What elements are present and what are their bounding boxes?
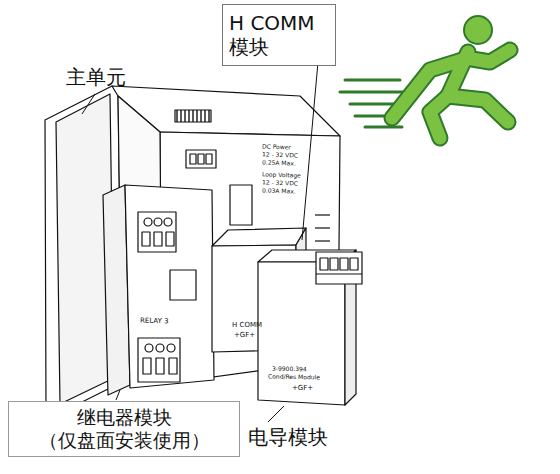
device-marking: 0.03A Max. — [262, 187, 296, 195]
callout-text: H COMM 模块 — [229, 11, 329, 59]
device-marking: 12 - 32 VDC — [262, 151, 298, 159]
device-marking: 3-9900.394 — [272, 366, 307, 373]
part-label: 主单元 — [66, 66, 126, 88]
device-marking: 12 - 32 VDC — [262, 179, 298, 187]
device-marking: Loop Voltage — [262, 171, 301, 179]
device-marking: DC Power — [262, 143, 291, 151]
device-marking: 0.25A Max. — [262, 159, 296, 167]
device-marking: H COMM — [232, 322, 262, 330]
module-callout-box: H COMM 模块 — [222, 4, 336, 66]
part-label: 电导模块 — [248, 426, 328, 448]
device-marking: Cond/Res Module — [268, 374, 320, 381]
device-marking: +GF+ — [292, 385, 313, 393]
callout-text: 继电器模块 （仅盘面安装使用） — [13, 406, 235, 452]
relay-callout-box: 继电器模块 （仅盘面安装使用） — [8, 401, 240, 457]
device-marking: +GF+ — [234, 332, 255, 340]
device-marking: RELAY 3 — [140, 318, 169, 327]
running-man-icon — [340, 16, 510, 138]
leader-lines — [82, 62, 318, 422]
